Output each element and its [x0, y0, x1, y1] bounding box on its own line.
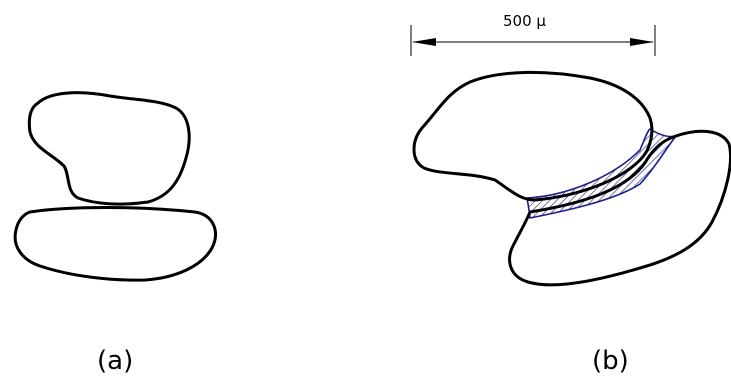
panel-b-grains [412, 70, 731, 287]
panel-a-upper-grain [27, 91, 191, 206]
panel-b-upper-grain [412, 70, 654, 202]
panel-b-lower-grain [508, 129, 731, 287]
panel-a-label: (a) [97, 346, 133, 376]
scale-bar-left-arrow [412, 38, 436, 46]
scale-bar: 500 μ [410, 12, 656, 56]
panel-b-label: (b) [592, 346, 629, 376]
scale-bar-label: 500 μ [503, 12, 546, 30]
scale-bar-right-arrow [630, 38, 654, 46]
liquid-bridge [526, 128, 677, 219]
panel-a-lower-grain [13, 206, 217, 282]
panel-a-grains [13, 91, 217, 282]
